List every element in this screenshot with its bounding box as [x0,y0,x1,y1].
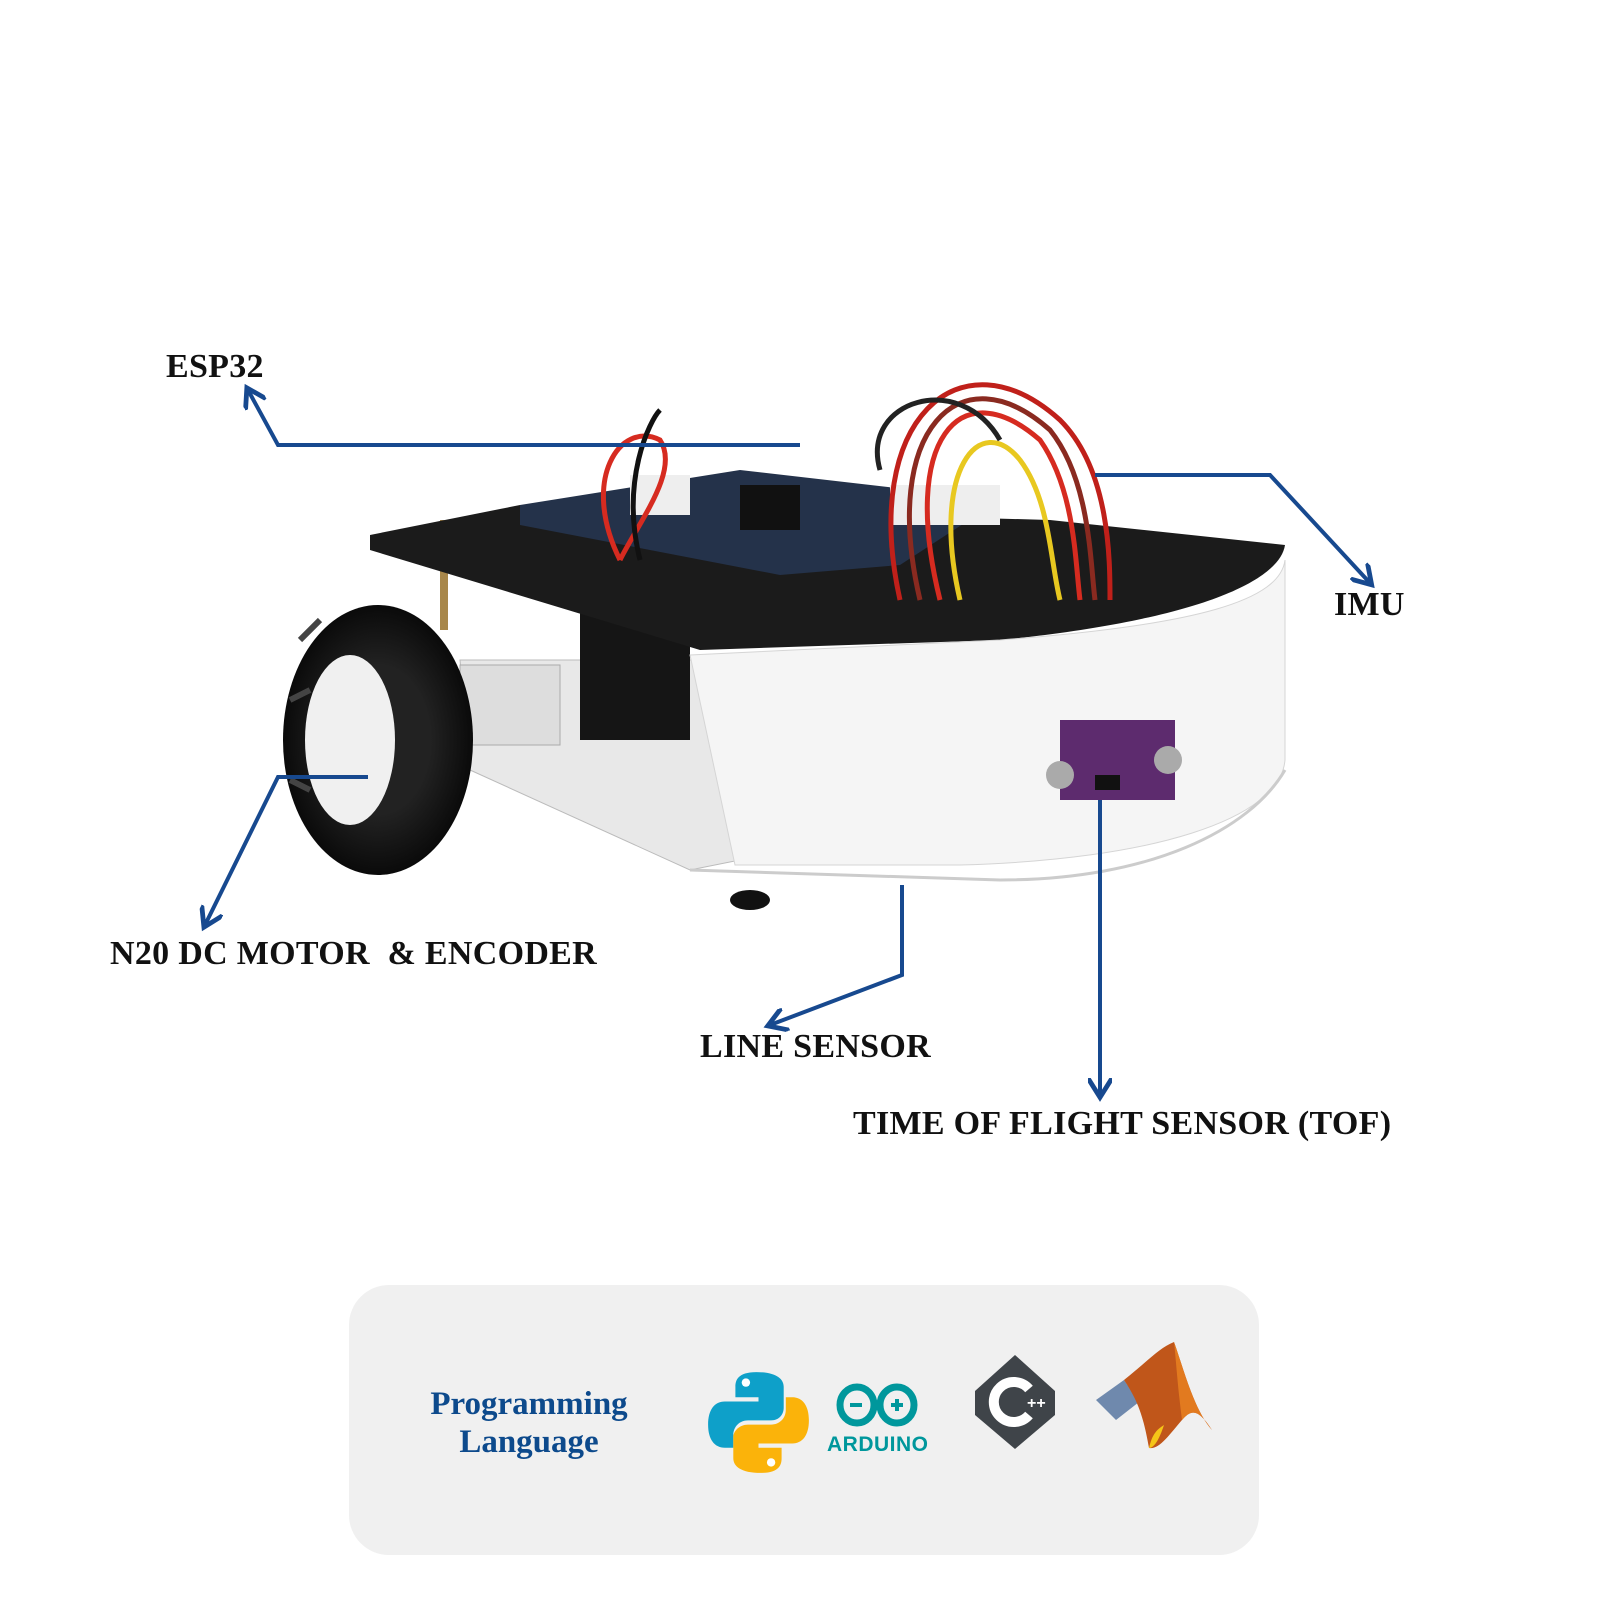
matlab-logo [1096,1342,1212,1449]
svg-text:++: ++ [1027,1395,1046,1412]
label-motor-encoder: N20 DC MOTOR & ENCODER [110,935,598,972]
programming-language-panel: Programming Language ARDUINO ++ [349,1285,1259,1555]
wires [601,382,1113,601]
imu-arrow [1095,473,1370,583]
line-sensor-arrow [770,885,904,1025]
arduino-infinity-icon [836,1383,918,1427]
arduino-logo-text: ARDUINO [827,1433,929,1456]
esp32-arrow [248,390,800,447]
motor-arrow [205,775,368,925]
python-logo [708,1372,809,1473]
label-imu: IMU [1334,586,1405,623]
callout-arrows [205,390,1370,1095]
label-line-sensor: LINE SENSOR [700,1028,931,1065]
panel-title: Programming Language [430,1386,628,1460]
motor-body [459,664,561,746]
label-tof: TIME OF FLIGHT SENSOR (TOF) [853,1105,1392,1142]
cpp-logo: ++ [975,1355,1055,1449]
wheel [283,605,473,875]
label-esp32: ESP32 [166,348,264,385]
top-plate [370,505,1285,650]
tof-sensor [1046,720,1182,800]
